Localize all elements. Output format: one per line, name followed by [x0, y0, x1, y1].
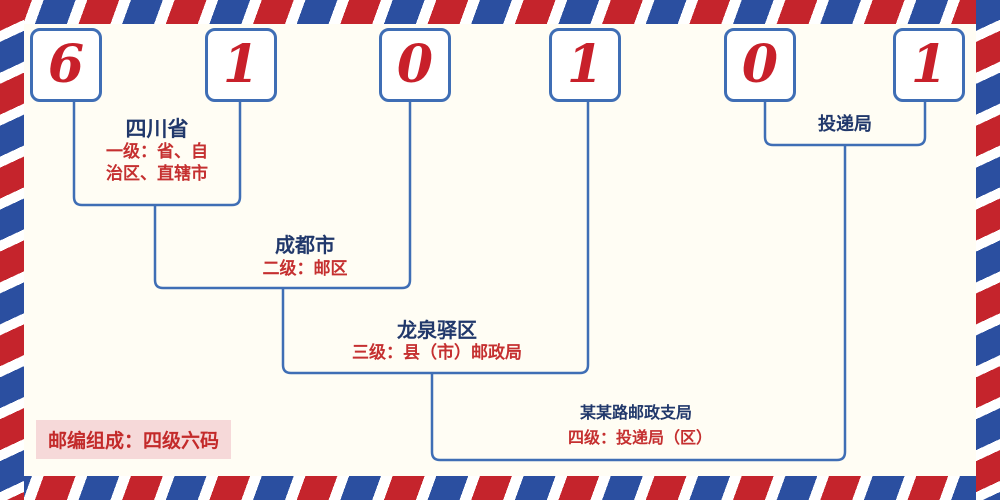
province-level-desc: 一级：省、自 治区、直辖市: [106, 141, 208, 185]
connector-delivery: [763, 96, 927, 147]
digit-box-5: 0: [724, 28, 796, 102]
province-label: 四川省: [125, 118, 189, 141]
branch-office-label: 某某路邮政支局: [579, 405, 693, 422]
connector-level4: [430, 145, 847, 462]
airmail-border-top: [0, 0, 1000, 24]
branch-level-desc: 四级：投递局（区）: [567, 430, 713, 447]
digit-box-1: 6: [30, 28, 102, 102]
connector-level1: [72, 96, 242, 207]
composition-badge: 邮编组成：四级六码: [36, 420, 232, 459]
digit-box-2: 1: [205, 28, 277, 102]
digit-6: 1: [910, 34, 948, 95]
airmail-border-right: [976, 0, 1000, 500]
digit-5: 0: [741, 34, 779, 95]
digit-3: 0: [396, 34, 434, 95]
district-label: 龙泉驿区: [397, 320, 477, 342]
city-label: 成都市: [275, 235, 335, 257]
digit-4: 1: [566, 34, 604, 95]
province-level-desc-line2: 治区、直辖市: [106, 164, 208, 183]
city-level-desc: 二级：邮区: [262, 259, 348, 278]
airmail-border-bottom: [0, 476, 1000, 500]
district-level-desc: 三级：县（市）邮政局: [352, 343, 522, 362]
delivery-office-label: 投递局: [818, 114, 872, 134]
province-level-desc-line1: 一级：省、自: [106, 142, 208, 161]
digit-box-4: 1: [549, 28, 621, 102]
connector-level3: [281, 96, 590, 375]
airmail-border-left: [0, 0, 24, 500]
digit-2: 1: [222, 34, 260, 95]
digit-1: 6: [47, 34, 85, 95]
digit-box-6: 1: [893, 28, 965, 102]
digit-box-3: 0: [379, 28, 451, 102]
